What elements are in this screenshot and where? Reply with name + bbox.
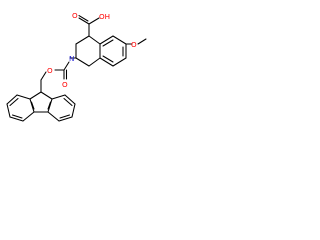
bond: [47, 111, 60, 122]
bond: [63, 61, 70, 71]
bond: [99, 57, 114, 67]
hydroxyl-label: OH: [99, 12, 110, 21]
bond: [88, 35, 101, 45]
double-bond: [59, 114, 71, 119]
double-bond: [102, 39, 114, 47]
benzene-ring: [99, 35, 127, 67]
tetrahydroisoquinoline-ring: [75, 35, 101, 67]
double-bond: [9, 97, 19, 107]
bond: [47, 98, 53, 113]
carbamate-ester-oxygen-label: O: [47, 66, 53, 75]
bond: [75, 57, 90, 67]
double-bond: [11, 114, 23, 119]
bond: [88, 57, 101, 67]
bond: [40, 91, 53, 100]
double-bond: [30, 101, 35, 110]
carboxylic-acid-group: OH O: [72, 11, 110, 37]
bond: [75, 35, 90, 45]
structure-diagram: OH O O N O O: [6, 11, 147, 122]
bond: [64, 94, 76, 105]
acid-carbonyl-oxygen-label: O: [72, 11, 78, 20]
bond: [112, 57, 127, 67]
bond: [22, 111, 35, 122]
bond: [40, 71, 47, 81]
fmoc-carbamate-group: N O O: [40, 54, 77, 93]
double-bond: [102, 55, 114, 63]
bond: [29, 91, 42, 100]
fluorene-ring-system: [6, 91, 76, 122]
double-bond: [78, 17, 90, 25]
carbamate-carbonyl-oxygen-label: O: [62, 80, 68, 89]
bond: [16, 94, 31, 100]
nitrogen-label: N: [69, 54, 74, 63]
bond: [6, 94, 18, 105]
methoxy-oxygen-label: O: [131, 40, 137, 49]
bond: [58, 116, 73, 122]
bond: [29, 98, 35, 113]
bond: [88, 17, 100, 25]
double-bond: [78, 15, 89, 22]
bond: [71, 103, 76, 118]
bond: [6, 103, 11, 118]
methoxy-group: O: [125, 38, 147, 49]
bond: [112, 35, 127, 45]
double-bond: [47, 101, 52, 110]
bond: [9, 116, 24, 122]
double-bond: [63, 97, 73, 107]
bond: [99, 35, 114, 45]
bond: [51, 94, 66, 100]
bond: [137, 38, 147, 45]
